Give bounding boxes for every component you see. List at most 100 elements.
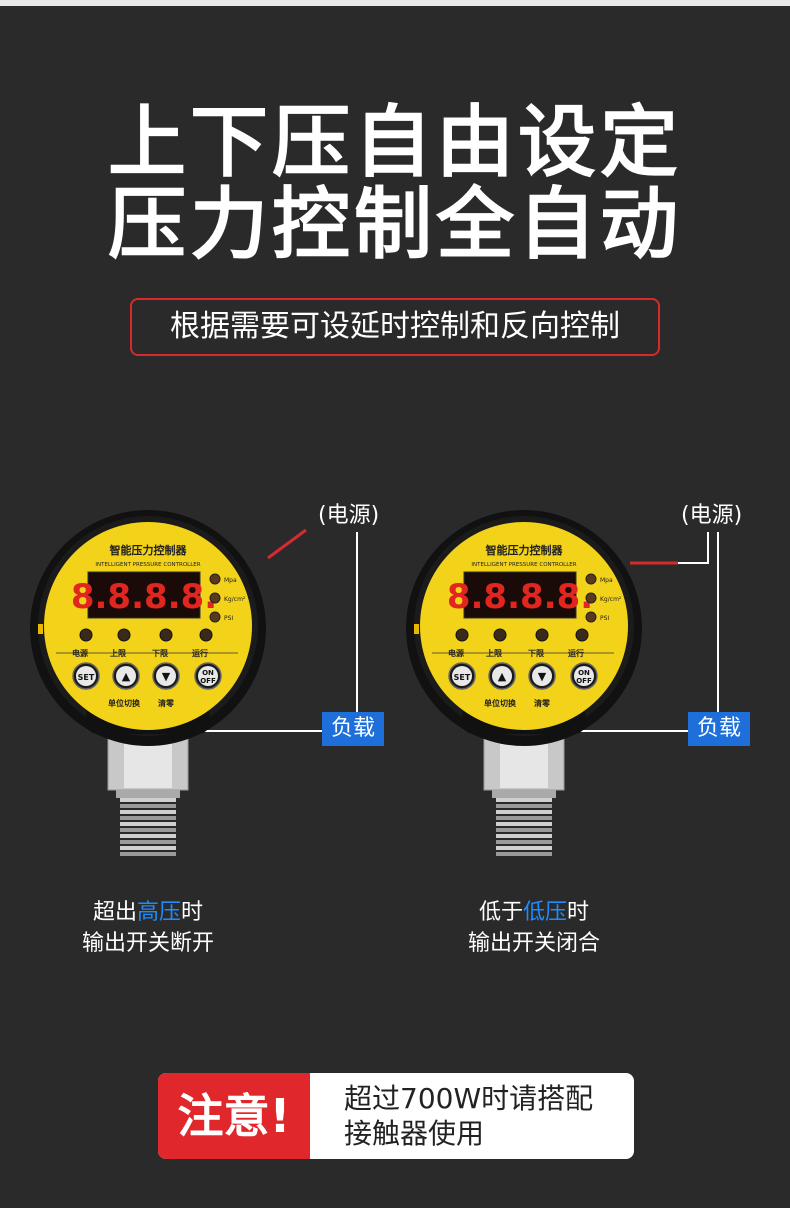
unit-label: Kg/cm²: [224, 596, 246, 603]
thread: [120, 852, 176, 856]
thread: [496, 846, 552, 850]
status-led: [493, 628, 507, 642]
high-pressure-description: 超出高压时 输出开关断开: [28, 897, 268, 959]
thread: [496, 810, 552, 814]
thread: [120, 810, 176, 814]
power-line-right-a: [678, 532, 709, 564]
onoff-button-label-off: OFF: [576, 677, 592, 685]
unit-label: Kg/cm²: [600, 596, 622, 603]
load-label-right: 负载: [688, 712, 750, 746]
notice-line2: 接触器使用: [344, 1117, 485, 1150]
unit-label: Mpa: [600, 577, 613, 584]
button-caption: 单位切换: [484, 698, 517, 708]
status-label: 下限: [152, 649, 168, 658]
led-display: [463, 571, 577, 619]
thread: [120, 828, 176, 832]
power-label-right: (电源): [681, 503, 743, 528]
fitting-collar: [492, 790, 556, 798]
gauge-button-cap: [492, 666, 512, 686]
bezel-mark: [38, 624, 43, 634]
gauge-button-cap: [198, 666, 218, 686]
desc-text: 超出: [92, 900, 137, 925]
up-button-label: ▲: [498, 670, 507, 683]
thread: [496, 816, 552, 820]
button-caption: 清零: [534, 698, 551, 708]
notice-line1: 超过700W时请搭配: [344, 1082, 594, 1115]
desc-highlight: 低压: [522, 900, 567, 925]
thread: [120, 804, 176, 808]
unit-indicator-led: [209, 611, 221, 623]
status-led: [159, 628, 173, 642]
gauge-button-cap: [452, 666, 472, 686]
led-digits: 8.8.8.8.: [447, 577, 593, 617]
desc-text: 时: [181, 900, 204, 925]
button-caption: 单位切换: [108, 698, 141, 708]
status-label: 下限: [528, 649, 544, 658]
led-display: [87, 571, 201, 619]
thread: [120, 840, 176, 844]
unit-indicator-led: [585, 573, 597, 585]
unit-indicator-led: [585, 592, 597, 604]
gauge-button-cap: [76, 666, 96, 686]
status-led: [535, 628, 549, 642]
unit-indicator-led: [585, 611, 597, 623]
desc-text: 低于: [478, 900, 523, 925]
desc-highlight: 高压: [136, 900, 181, 925]
thread: [496, 822, 552, 826]
headline-line2: 压力控制全自动: [107, 180, 682, 270]
notice-tag: 注意!: [158, 1073, 310, 1159]
thread: [120, 822, 176, 826]
power-label-left: (电源): [318, 503, 380, 528]
notice-text: 超过700W时请搭配 接触器使用: [344, 1081, 624, 1151]
set-button-label: SET: [454, 673, 471, 682]
status-led: [117, 628, 131, 642]
thread: [496, 804, 552, 808]
desc-line2: 输出开关断开: [81, 931, 214, 956]
unit-label: Mpa: [224, 577, 237, 584]
load-label-left: 负载: [322, 712, 384, 746]
low-pressure-description: 低于低压时 输出开关闭合: [414, 897, 654, 959]
thread: [120, 834, 176, 838]
notice-box: 注意! 超过700W时请搭配 接触器使用: [158, 1073, 634, 1159]
power-wire-left: [267, 528, 307, 560]
unit-indicator-led: [209, 573, 221, 585]
thread: [120, 798, 176, 802]
led-digits: 8.8.8.8.: [71, 577, 217, 617]
button-caption: 清零: [158, 698, 175, 708]
gauge-button-cap: [156, 666, 176, 686]
thread: [120, 846, 176, 850]
status-led: [455, 628, 469, 642]
up-button-label: ▲: [122, 670, 131, 683]
status-led: [199, 628, 213, 642]
thread: [496, 828, 552, 832]
thread: [496, 798, 552, 802]
down-button-label: ▼: [162, 670, 171, 683]
onoff-button-label: ON: [578, 669, 590, 677]
thread: [120, 816, 176, 820]
headline-line1: 上下压自由设定: [107, 98, 682, 188]
status-led: [79, 628, 93, 642]
unit-label: PSI: [224, 615, 233, 622]
bezel-mark: [414, 624, 419, 634]
gauge-button-cap: [116, 666, 136, 686]
desc-line2: 输出开关闭合: [467, 931, 600, 956]
onoff-button-label-off: OFF: [200, 677, 216, 685]
desc-text: 时: [567, 900, 590, 925]
top-divider: [0, 0, 790, 6]
brand-label: 智能压力控制器: [486, 543, 564, 557]
set-button-label: SET: [78, 673, 95, 682]
status-led: [575, 628, 589, 642]
thread: [496, 840, 552, 844]
gauge-button-cap: [532, 666, 552, 686]
gauge-button-cap: [574, 666, 594, 686]
thread: [496, 834, 552, 838]
fitting-collar: [116, 790, 180, 798]
thread: [496, 852, 552, 856]
onoff-button-label: ON: [202, 669, 214, 677]
brand-label-en: INTELLIGENT PRESSURE CONTROLLER: [95, 562, 200, 568]
